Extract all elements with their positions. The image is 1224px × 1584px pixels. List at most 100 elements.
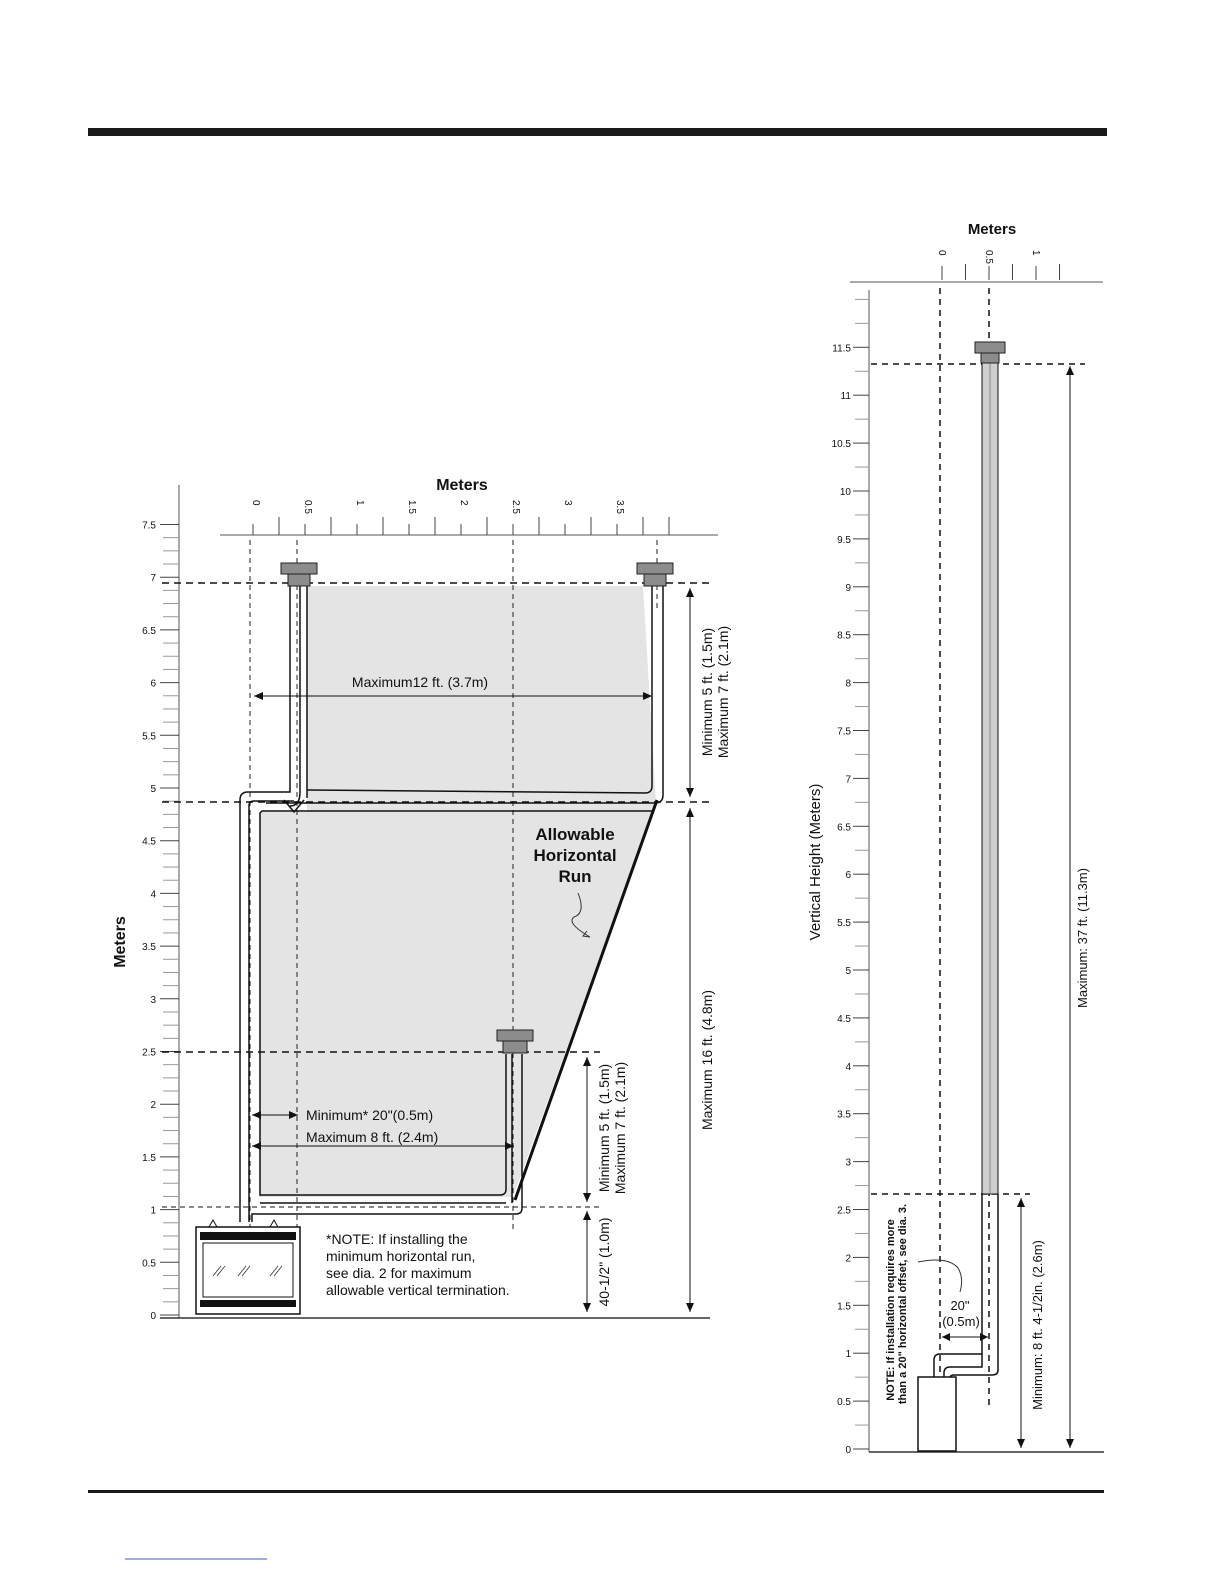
left-note-line1: *NOTE: If installing the xyxy=(326,1231,468,1247)
footer-rule xyxy=(88,1490,1104,1493)
right-pipe-offset xyxy=(933,1194,999,1379)
left-top-tick-label: 1.5 xyxy=(406,500,417,514)
left-side-tick-label: 5.5 xyxy=(142,731,156,742)
right-side-tick-label: 9 xyxy=(845,583,851,594)
left-side-tick-label: 2 xyxy=(150,1100,156,1111)
right-note-pointer xyxy=(917,1259,963,1293)
right-side-tick-label: 1.5 xyxy=(837,1301,851,1312)
allowable-pointer xyxy=(571,892,591,938)
right-side-axis-title: Vertical Height (Meters) xyxy=(807,784,824,941)
right-side-tick-label: 9.5 xyxy=(837,535,851,546)
left-top-tick-label: 1 xyxy=(354,500,365,506)
left-top-axis-ticks: 0 0.5 1 1.5 2 2.5 3 3.5 xyxy=(250,500,670,535)
left-note-line3: see dia. 2 for maximum xyxy=(326,1265,472,1281)
right-side-tick-label: 3.5 xyxy=(837,1110,851,1121)
dim-max-12ft-label: Maximum12 ft. (3.7m) xyxy=(352,674,488,690)
termination-cap-middle xyxy=(496,1029,534,1054)
left-side-tick-label: 5 xyxy=(150,784,156,795)
right-dim-20in-line1: 20" xyxy=(950,1298,969,1313)
right-side-tick-label: 8.5 xyxy=(837,631,851,642)
right-side-tick-label: 10.5 xyxy=(832,439,852,450)
left-side-tick-label: 7 xyxy=(150,573,156,584)
dim-top-max-label: Maximum 7 ft. (2.1m) xyxy=(715,626,731,758)
header-rule xyxy=(88,128,1107,136)
right-side-tick-label: 0 xyxy=(845,1445,851,1456)
right-side-tick-label: 10 xyxy=(840,487,852,498)
termination-cap-top-right xyxy=(636,562,674,587)
right-dim-max-37ft-label: Maximum: 37 ft. (11.3m) xyxy=(1075,868,1090,1008)
right-side-tick-label: 2 xyxy=(845,1253,851,1264)
dim-top-5-7ft: Minimum 5 ft. (1.5m) Maximum 7 ft. (2.1m… xyxy=(686,588,731,797)
left-top-axis-title: Meters xyxy=(436,477,488,494)
right-side-axis-ticks: 00.511.522.533.544.555.566.577.588.599.5… xyxy=(832,298,869,1456)
right-side-tick-label: 8 xyxy=(845,679,851,690)
left-top-tick-label: 2 xyxy=(458,500,469,506)
right-side-tick-label: 1 xyxy=(845,1349,851,1360)
dim-40in-label: 40-1/2" (1.0m) xyxy=(596,1217,612,1306)
right-side-tick-label: 5 xyxy=(845,966,851,977)
left-side-tick-label: 4 xyxy=(150,889,156,900)
allowable-pointer-head xyxy=(582,930,591,938)
right-note-line2: than a 20" horizontal offset, see dia. 3… xyxy=(897,1204,909,1404)
allowable-run-boundary xyxy=(513,799,659,1201)
left-side-tick-label: 7.5 xyxy=(142,521,156,532)
right-note-line1: NOTE: If installation requires more xyxy=(885,1219,897,1401)
right-side-tick-label: 11.5 xyxy=(832,343,851,354)
right-termination-cap xyxy=(974,341,1006,364)
vent-pipe-route xyxy=(239,586,664,1222)
dim-min-20in-label: Minimum* 20"(0.5m) xyxy=(306,1107,433,1123)
left-side-tick-label: 3.5 xyxy=(142,942,156,953)
right-side-tick-label: 5.5 xyxy=(837,918,851,929)
allowable-label-line2: Horizontal xyxy=(533,846,616,865)
left-side-axis-ticks: 00.511.522.533.544.555.566.577.5 xyxy=(142,521,179,1322)
left-side-axis-title: Meters xyxy=(112,916,129,968)
dim-top-min-label: Minimum 5 ft. (1.5m) xyxy=(699,628,715,756)
left-top-tick-label: 3.5 xyxy=(614,500,625,514)
left-side-tick-label: 6.5 xyxy=(142,626,156,637)
right-dim-min-8ft-label: Minimum: 8 ft. 4-1/2in. (2.6m) xyxy=(1030,1240,1045,1410)
right-side-tick-label: 4 xyxy=(845,1062,851,1073)
left-side-tick-label: 0 xyxy=(150,1311,156,1322)
fireplace-unit xyxy=(195,1218,301,1315)
dim-low-5-7ft: Minimum 5 ft. (1.5m) Maximum 7 ft. (2.1m… xyxy=(583,1057,628,1202)
termination-cap-top-left xyxy=(280,562,318,587)
right-top-tick-label: 0.5 xyxy=(983,250,994,264)
right-side-tick-label: 4.5 xyxy=(837,1014,851,1025)
allowable-label-line3: Run xyxy=(558,867,591,886)
right-side-tick-label: 2.5 xyxy=(837,1206,851,1217)
left-top-tick-label: 3 xyxy=(562,500,573,506)
dim-40in: 40-1/2" (1.0m) xyxy=(583,1211,612,1312)
dim-low-min-label: Minimum 5 ft. (1.5m) xyxy=(596,1064,612,1192)
dim-min-20in: Minimum* 20"(0.5m) xyxy=(252,1107,433,1123)
right-side-tick-label: 7.5 xyxy=(837,727,851,738)
left-top-tick-label: 0.5 xyxy=(302,500,313,514)
right-side-tick-label: 7 xyxy=(845,774,851,785)
dim-max-16ft: Maximum 16 ft. (4.8m) xyxy=(686,808,715,1312)
right-side-tick-label: 3 xyxy=(845,1158,851,1169)
left-venting-diagram: 00.511.522.533.544.555.566.577.5 Meters … xyxy=(112,477,731,1322)
right-top-tick-label: 1 xyxy=(1030,250,1041,256)
right-dim-min-8ft: Minimum: 8 ft. 4-1/2in. (2.6m) xyxy=(1017,1198,1045,1448)
dim-max-12ft: Maximum12 ft. (3.7m) xyxy=(254,674,652,700)
left-note-line4: allowable vertical termination. xyxy=(326,1282,510,1298)
dim-low-max-label: Maximum 7 ft. (2.1m) xyxy=(612,1062,628,1194)
right-dim-max-37ft: Maximum: 37 ft. (11.3m) xyxy=(1066,366,1090,1448)
right-side-tick-label: 6 xyxy=(845,870,851,881)
allowable-label-line1: Allowable xyxy=(535,825,614,844)
left-side-tick-label: 2.5 xyxy=(142,1048,156,1059)
left-side-tick-label: 4.5 xyxy=(142,837,156,848)
right-top-axis-title: Meters xyxy=(968,221,1016,238)
left-top-tick-label: 2.5 xyxy=(510,500,521,514)
dim-max-8ft: Maximum 8 ft. (2.4m) xyxy=(252,1129,514,1150)
left-side-tick-label: 1 xyxy=(150,1206,156,1217)
right-side-tick-label: 0.5 xyxy=(837,1397,851,1408)
right-side-tick-label: 11 xyxy=(841,391,852,402)
dim-max-16ft-label: Maximum 16 ft. (4.8m) xyxy=(699,990,715,1130)
allowable-run-shaded-area xyxy=(259,586,656,1197)
right-side-tick-label: 6.5 xyxy=(837,822,851,833)
left-top-tick-label: 0 xyxy=(250,500,261,506)
left-side-tick-label: 6 xyxy=(150,679,156,690)
left-side-tick-label: 1.5 xyxy=(142,1153,156,1164)
